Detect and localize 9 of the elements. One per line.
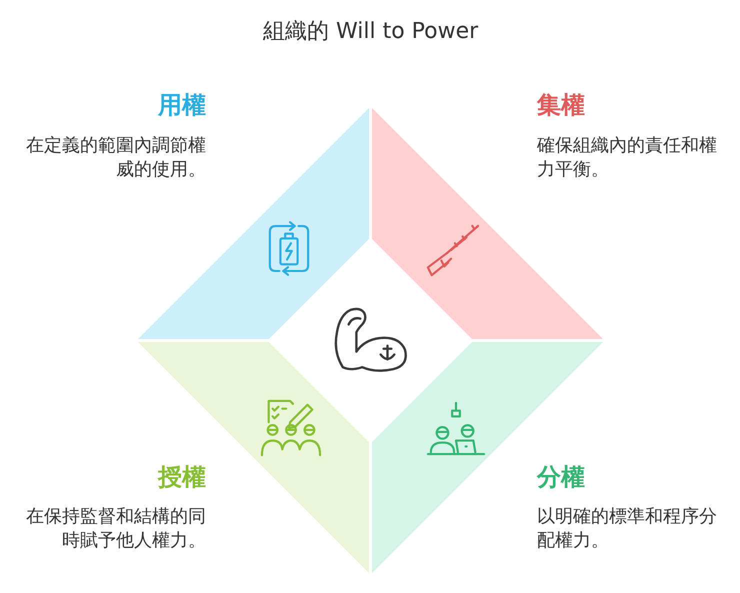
description: 在保持監督和結構的同時賦予他人權力。: [25, 505, 206, 553]
heading: 授權: [158, 462, 206, 492]
description: 以明確的標準和程序分配權力。: [537, 505, 718, 553]
heading: 分權: [537, 462, 585, 492]
description: 在定義的範圍內調節權威的使用。: [25, 134, 206, 182]
heading: 用權: [158, 90, 206, 120]
heading: 集權: [537, 90, 585, 120]
title: 組織的 Will to Power: [263, 18, 478, 46]
description: 確保組織內的責任和權力平衡。: [537, 134, 718, 182]
